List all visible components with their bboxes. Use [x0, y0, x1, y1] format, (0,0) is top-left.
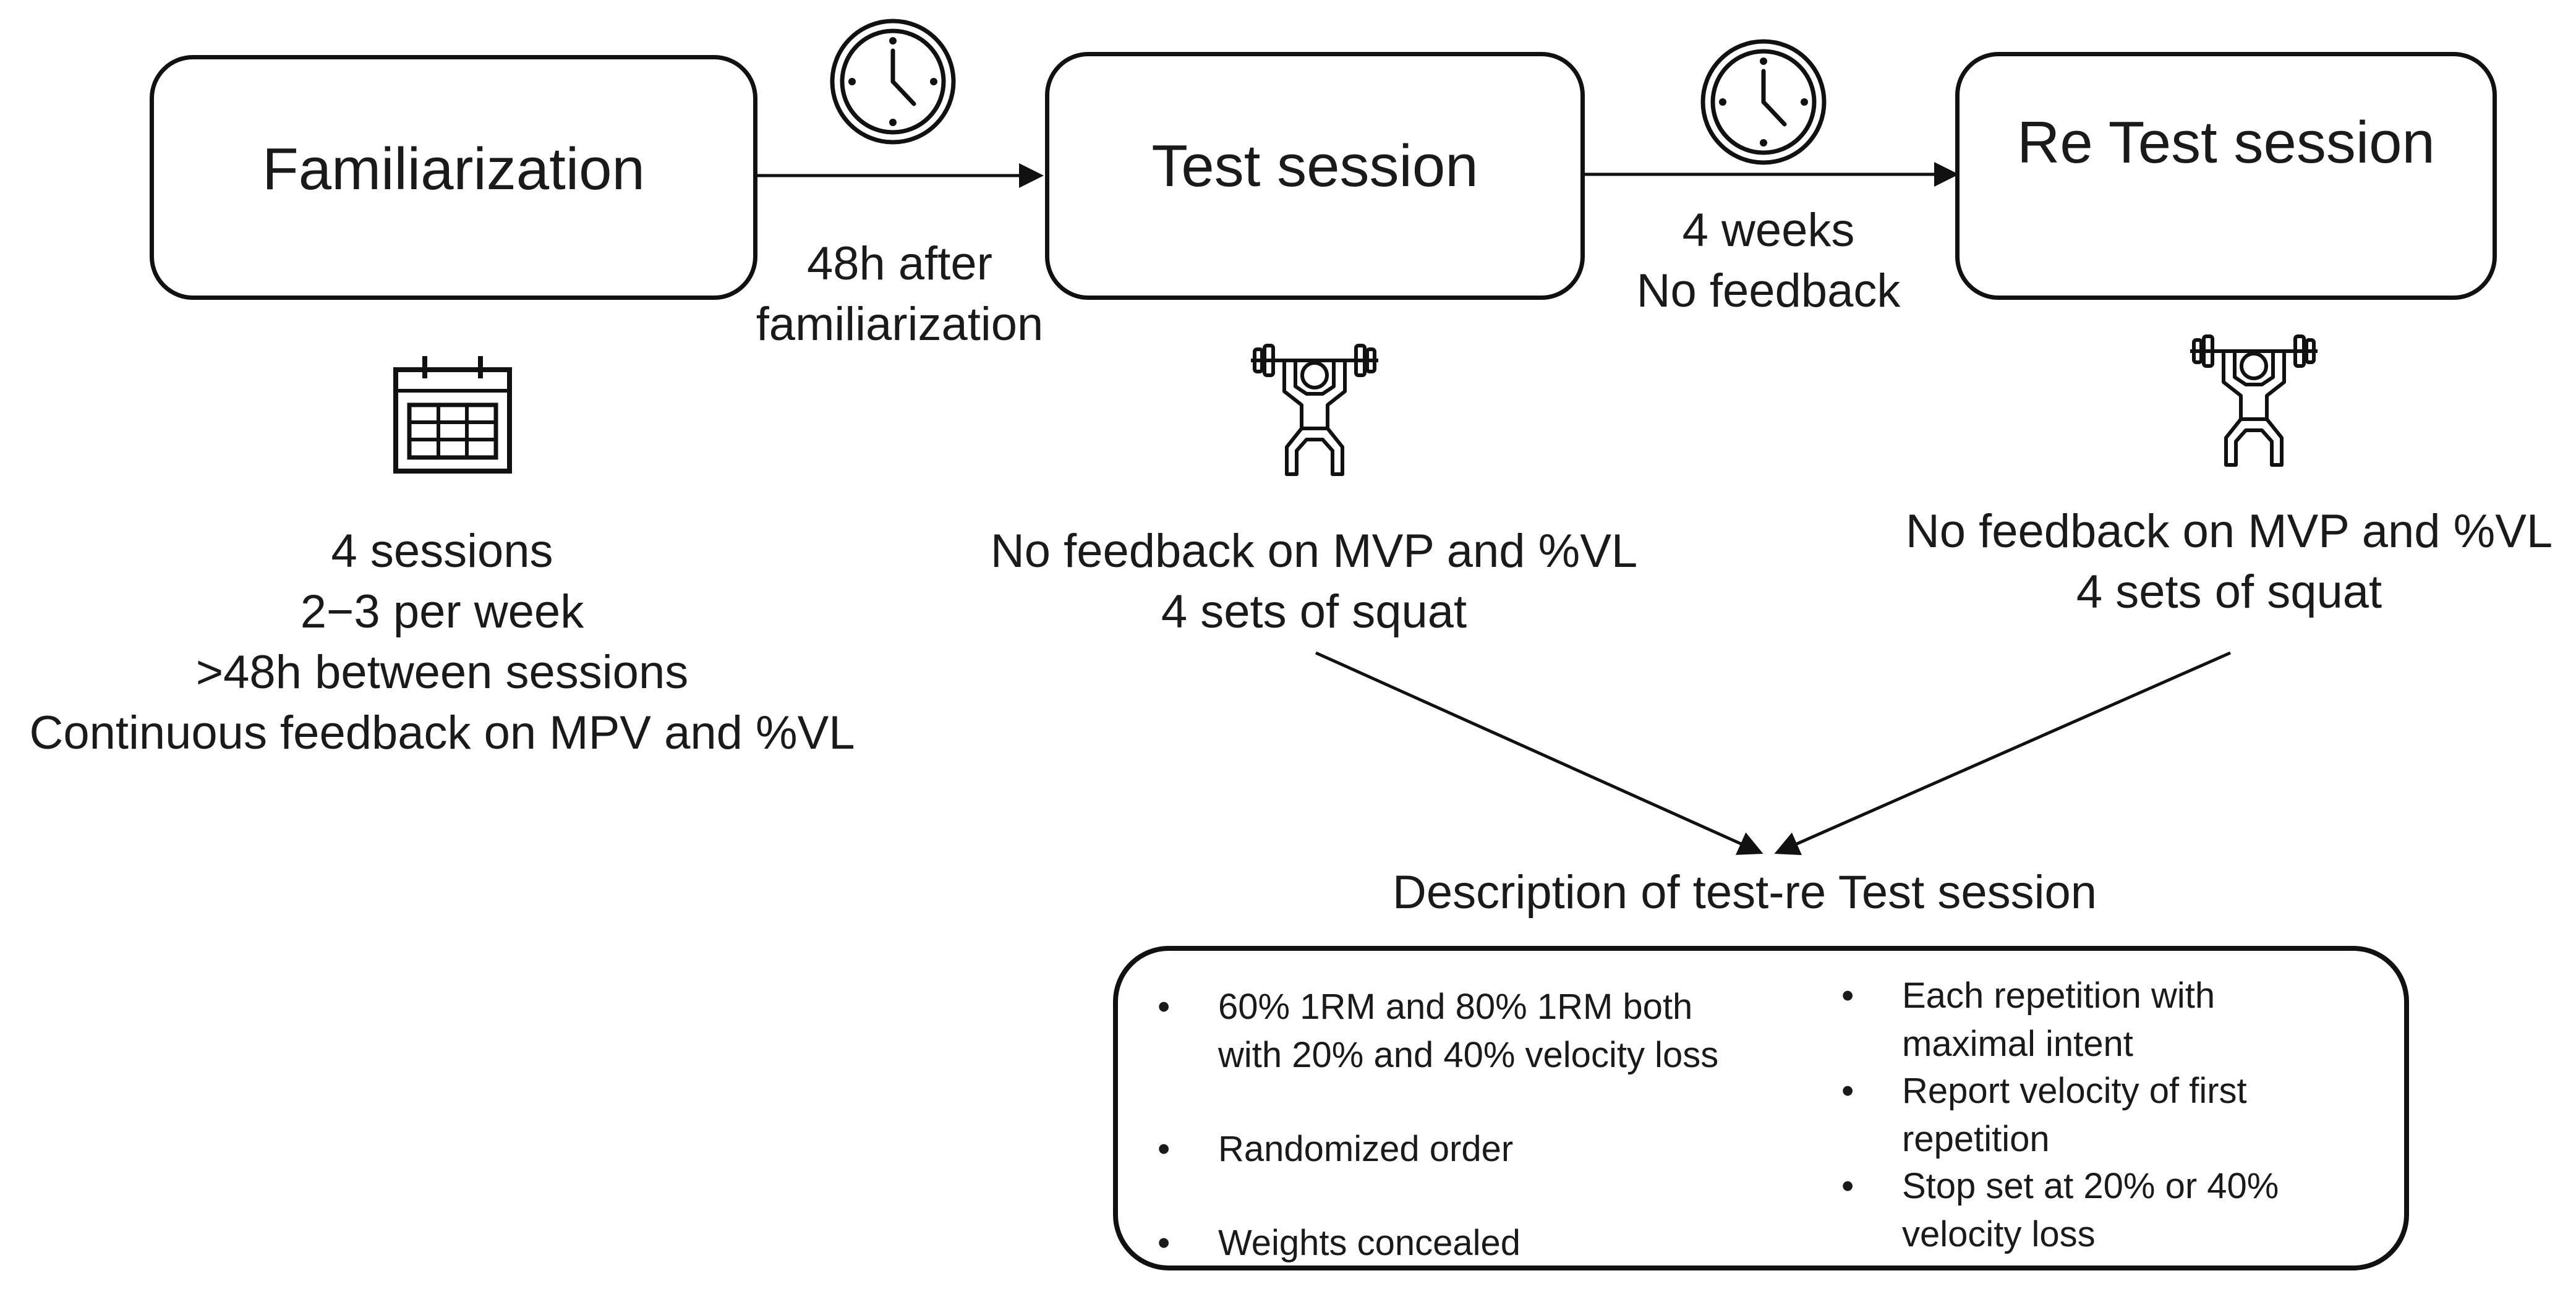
- bullet-dot: •: [1841, 1166, 1854, 1206]
- description-box: [1113, 946, 2409, 1270]
- bullet-line: Weights concealed: [1218, 1223, 1521, 1263]
- bullet-line: Each repetition with: [1902, 976, 2216, 1016]
- test-detail-line: No feedback on MVP and %VL: [990, 525, 1638, 577]
- bullet-line: 60% 1RM and 80% 1RM both: [1218, 987, 1693, 1027]
- retest-session-details: No feedback on MVP and %VL 4 sets of squ…: [1886, 501, 2572, 623]
- test-session-title: Test session: [1151, 133, 1478, 199]
- test-session-box: Test session: [1045, 52, 1585, 300]
- arrow-retest-to-description: [1774, 651, 2232, 856]
- test-detail-line: 4 sets of squat: [1161, 585, 1467, 638]
- bullet-dot: •: [1158, 1223, 1171, 1263]
- retest-detail-line: 4 sets of squat: [2076, 566, 2382, 618]
- familiarization-title: Familiarization: [262, 136, 645, 202]
- bullet-dot: •: [1158, 987, 1171, 1027]
- bullet-line: Stop set at 20% or 40%: [1902, 1166, 2279, 1206]
- weightlifter-icon: [2190, 334, 2318, 467]
- bullet-text: 60% 1RM and 80% 1RM both with 20% and 40…: [1218, 983, 1718, 1079]
- familiarization-detail-line: 4 sessions: [331, 525, 553, 577]
- familiarization-detail-line: >48h between sessions: [195, 646, 689, 699]
- bullet-text: Report velocity of first repetition: [1902, 1067, 2247, 1164]
- retest-detail-line: No feedback on MVP and %VL: [1905, 505, 2553, 558]
- description-title: Description of test-re Test session: [1392, 866, 2097, 919]
- familiarization-box: Familiarization: [150, 55, 757, 300]
- second-gap-line: No feedback: [1636, 265, 1901, 317]
- bullet-text: Randomized order: [1218, 1125, 1513, 1173]
- clock-icon: [1700, 39, 1827, 165]
- test-session-details: No feedback on MVP and %VL 4 sets of squ…: [971, 521, 1657, 642]
- clock-icon: [830, 19, 956, 145]
- arrow-test-to-description: [1315, 651, 1764, 855]
- first-gap-label: 48h after familiarization: [736, 234, 1064, 355]
- bullet-text: Each repetition with maximal intent: [1902, 972, 2215, 1068]
- bullet-line: with 20% and 40% velocity loss: [1218, 1035, 1719, 1075]
- bullet-dot: •: [1158, 1129, 1171, 1169]
- bullet-line: velocity loss: [1902, 1214, 2096, 1254]
- bullet-text: Weights concealed: [1218, 1219, 1520, 1267]
- first-gap-line: familiarization: [756, 298, 1044, 351]
- familiarization-details: 4 sessions 2−3 per week >48h between ses…: [12, 521, 872, 764]
- bullet-line: Report velocity of first: [1902, 1071, 2247, 1111]
- weightlifter-icon: [1251, 344, 1378, 476]
- first-gap-line: 48h after: [807, 237, 992, 290]
- retest-session-title: Re Test session: [2017, 109, 2435, 176]
- second-gap-line: 4 weeks: [1682, 204, 1855, 257]
- familiarization-detail-line: 2−3 per week: [300, 585, 584, 638]
- bullet-line: repetition: [1902, 1119, 2050, 1159]
- calendar-icon: [393, 356, 512, 474]
- second-gap-label: 4 weeks No feedback: [1605, 200, 1932, 321]
- bullet-dot: •: [1841, 976, 1854, 1016]
- retest-session-box: Re Test session: [1955, 52, 2497, 300]
- bullet-text: Stop set at 20% or 40% velocity loss: [1902, 1162, 2279, 1259]
- familiarization-detail-line: Continuous feedback on MPV and %VL: [29, 707, 855, 759]
- bullet-line: Randomized order: [1218, 1129, 1514, 1169]
- bullet-dot: •: [1841, 1071, 1854, 1111]
- bullet-line: maximal intent: [1902, 1024, 2133, 1064]
